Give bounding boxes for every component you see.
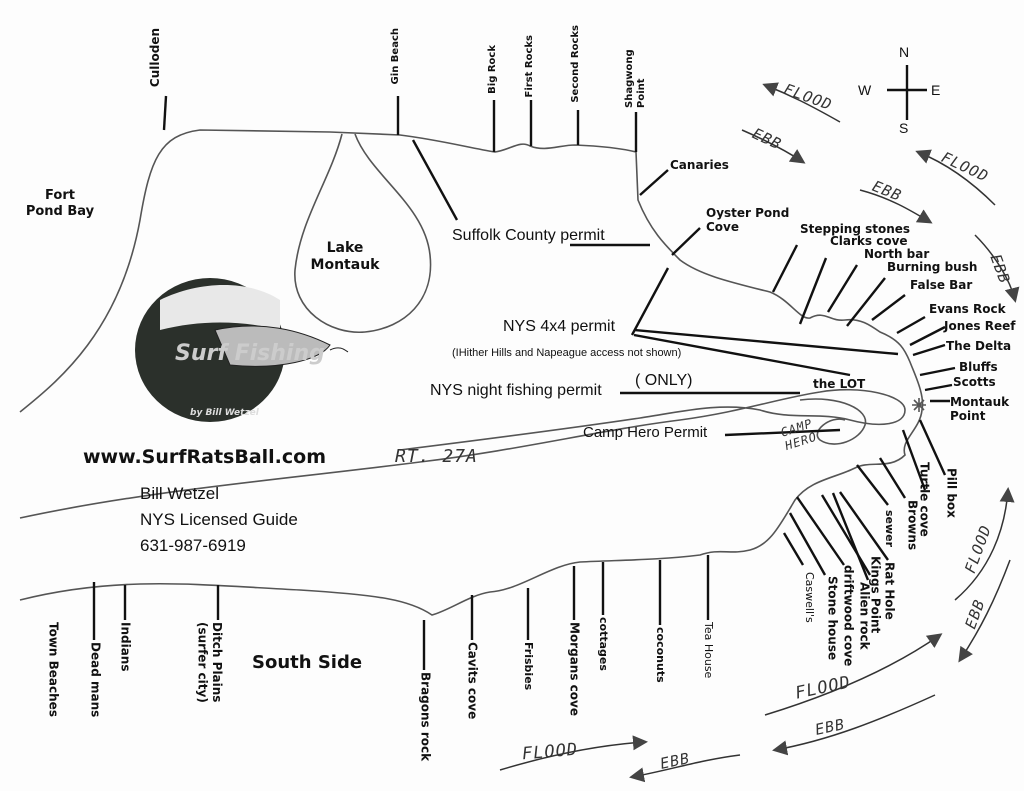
spot-sewer: sewer [883, 510, 897, 548]
spot-second-rocks: Second Rocks [570, 25, 581, 103]
spot-false-bar: False Bar [910, 278, 973, 292]
spot-shagwong-point: Shagwong Point [624, 49, 647, 108]
spot-clarks-cove: Clarks cove [830, 234, 908, 248]
tide-arrows [499, 82, 1020, 783]
spot-gin-beach: Gin Beach [390, 28, 401, 85]
spot-frisbies: Frisbies [522, 642, 536, 691]
spot-bragons-rock: Bragons rock [418, 672, 433, 762]
spot-scotts: Scotts [953, 375, 996, 389]
spot-morgans-cove: Morgans cove [567, 622, 582, 716]
compass-south: S [899, 120, 909, 136]
spot-pill-box: Pill box [944, 468, 959, 518]
nys-4x4-permit-label: NYS 4x4 permit [503, 318, 616, 335]
spot-north-bar: North bar [864, 247, 930, 261]
only-label: ( ONLY) [635, 372, 693, 389]
compass-east: E [931, 82, 941, 98]
spot-burning-bush: Burning bush [887, 260, 978, 274]
south-side-label: South Side [252, 652, 363, 673]
lighthouse-symbol [912, 398, 926, 412]
spot-driftwood-cove: driftwood cove [841, 565, 856, 667]
spot-ditch-plains: Ditch Plains (surfer city) [195, 622, 224, 703]
spot-canaries: Canaries [670, 158, 729, 172]
spot-indians: Indians [118, 622, 133, 672]
spot-rat-hole: Rat Hole [882, 562, 897, 620]
compass-north: N [899, 44, 910, 60]
logo-text: Surf Fishing [175, 341, 325, 366]
lake-montauk-label: Lake Montauk [310, 240, 380, 273]
spot-stepping-stones: Stepping stones [800, 222, 911, 236]
spot-oyster-pond-cove: Oyster Pond Cove [706, 206, 790, 235]
route-27a-road [19, 388, 906, 519]
compass-west: W [858, 82, 872, 98]
guide-phone: 631-987-6919 [140, 536, 246, 555]
access-note: (IHither Hills and Napeague access not s… [452, 347, 682, 359]
spot-tea-house: Tea House [702, 622, 716, 679]
spot-bluffs: Bluffs [959, 360, 998, 374]
the-lot-label: the LOT [813, 377, 866, 391]
route-label: RT. 27A [395, 446, 478, 467]
spot-browns: Browns [905, 500, 920, 551]
leader-lines [92, 65, 956, 670]
spot-cottages: cottages [597, 617, 611, 671]
spot-town-beaches: Town Beaches [46, 622, 61, 717]
logo-byline: by Bill Wetzel [190, 408, 260, 418]
surf-fishing-logo: Surf Fishing by Bill Wetzel [135, 278, 349, 422]
spot-alien-rock: Alien rock [857, 582, 872, 650]
spot-coconuts: coconuts [654, 627, 668, 683]
suffolk-permit-label: Suffolk County permit [452, 227, 605, 244]
fort-pond-bay-label: Fort Pond Bay [25, 188, 95, 219]
spot-turtle-cove: Turtle cove [917, 462, 932, 537]
spot-culloden: Culloden [148, 28, 162, 88]
spot-dead-mans: Dead mans [88, 642, 103, 718]
spot-cavits-cove: Cavits cove [465, 642, 480, 720]
spot-caswells: Caswell's [803, 572, 817, 623]
camp-hero-loop [799, 398, 867, 445]
camp-hero-permit-label: Camp Hero Permit [583, 424, 708, 441]
spot-jones-reef: Jones Reef [944, 319, 1016, 333]
spot-montauk-point: Montauk Point [950, 395, 1010, 424]
spot-the-delta: The Delta [946, 339, 1012, 353]
website-url[interactable]: www.SurfRatsBall.com [83, 446, 327, 468]
spot-first-rocks: First Rocks [524, 35, 535, 98]
spot-big-rock: Big Rock [487, 45, 498, 94]
lake-montauk [294, 133, 432, 333]
spot-stone-house: Stone house [825, 576, 840, 661]
guide-name: Bill Wetzel [140, 484, 220, 503]
guide-title: NYS Licensed Guide [140, 510, 298, 529]
night-permit-label: NYS night fishing permit [430, 382, 602, 399]
spot-evans-rock: Evans Rock [929, 302, 1006, 316]
spot-kings-point: Kings Point [868, 556, 883, 634]
